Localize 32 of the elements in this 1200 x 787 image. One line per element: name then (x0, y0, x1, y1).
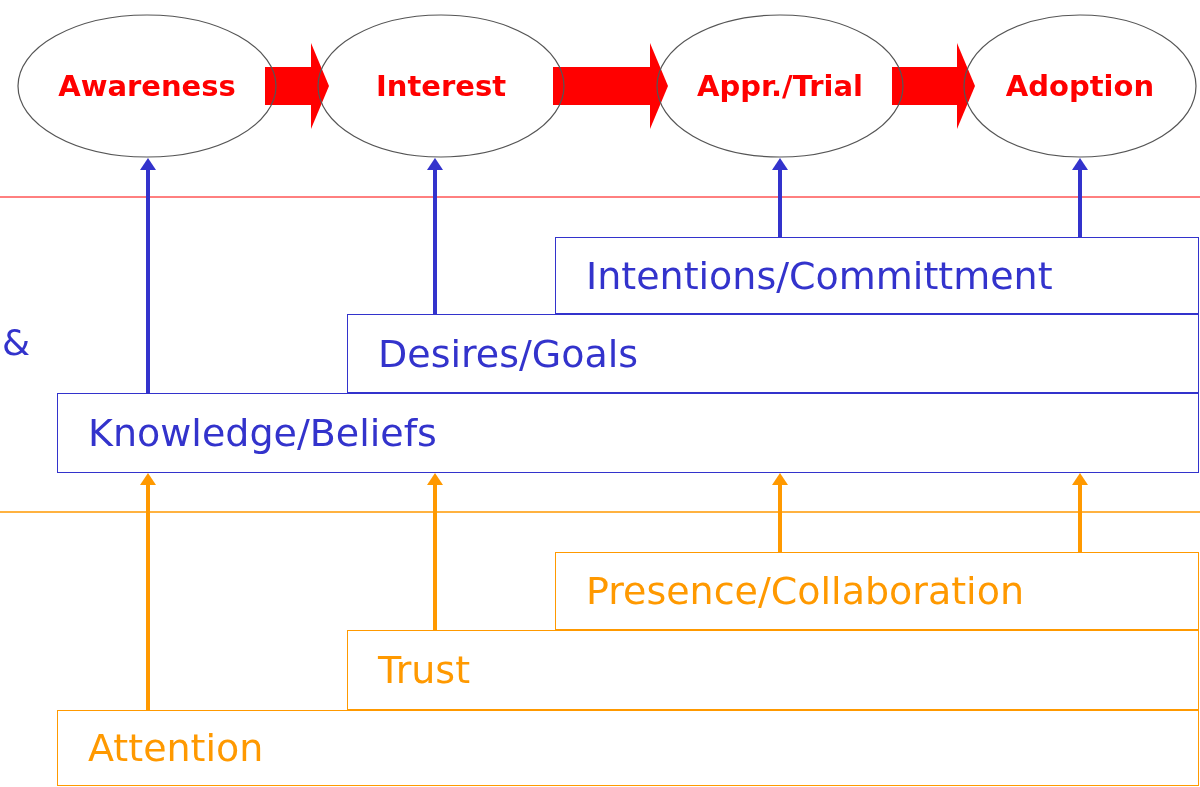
factor-label: Intentions/Committment (586, 253, 1053, 298)
block-arrow (265, 43, 329, 129)
stage-ellipse (317, 14, 565, 158)
factor-label: Attention (88, 726, 264, 770)
factor-box (555, 552, 1199, 630)
arrow (140, 158, 156, 393)
block-arrow (553, 43, 668, 129)
block-arrow (892, 43, 975, 129)
factor-box (57, 710, 1199, 786)
ampersand-text: & (2, 322, 31, 363)
factor-label: Desires/Goals (378, 331, 639, 376)
stage-ellipse (656, 14, 904, 158)
arrow (1072, 473, 1088, 552)
arrow (427, 473, 443, 630)
arrow (772, 158, 788, 237)
stage-label: Adoption (1004, 69, 1156, 103)
factor-label: Knowledge/Beliefs (88, 411, 437, 455)
factor-box (347, 630, 1199, 710)
arrow (1072, 158, 1088, 237)
factor-box (347, 314, 1199, 393)
factor-box (57, 393, 1199, 473)
stage-label: Appr./Trial (695, 69, 865, 103)
arrow (427, 157, 443, 314)
stage-label: Interest (374, 69, 508, 103)
arrow (140, 473, 156, 710)
factor-label: Presence/Collaboration (586, 569, 1024, 613)
stage-ellipse (963, 14, 1197, 158)
factor-box (555, 237, 1199, 314)
stage-ellipse (17, 14, 277, 158)
factor-label: Trust (378, 648, 471, 692)
stage-label: Awareness (57, 69, 237, 103)
arrow (772, 473, 788, 552)
